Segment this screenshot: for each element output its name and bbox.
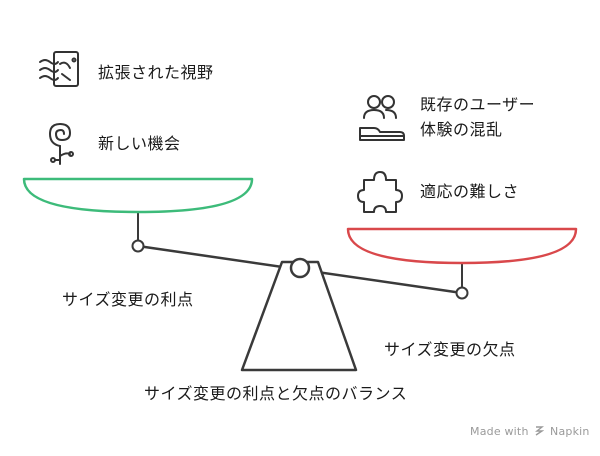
diagram-title: サイズ変更の利点と欠点のバランス <box>144 384 408 403</box>
right-pan <box>346 227 578 265</box>
right-joint <box>455 286 469 300</box>
left-joint <box>131 239 145 253</box>
left-caption: サイズ変更の利点 <box>62 290 194 309</box>
sensor-panel-icon <box>39 51 79 87</box>
users-shoe-icon <box>359 95 405 141</box>
watermark-prefix: Made with <box>470 425 529 438</box>
right-caption: サイズ変更の欠点 <box>384 340 516 359</box>
right-item-label-1a: 既存のユーザー <box>420 95 536 114</box>
watermark: Made with Napkin <box>470 425 590 438</box>
right-item-label-1b: 体験の混乱 <box>420 120 503 139</box>
left-item-label-2: 新しい機会 <box>98 134 181 153</box>
puzzle-icon <box>357 171 403 213</box>
watermark-brand: Napkin <box>550 425 590 438</box>
left-item-label-1: 拡張された視野 <box>98 63 214 82</box>
right-item-label-2: 適応の難しさ <box>420 182 520 201</box>
fulcrum-pivot <box>289 257 311 279</box>
napkin-logo-icon <box>535 426 545 436</box>
sprout-icon <box>49 123 74 165</box>
left-pan <box>22 177 254 214</box>
